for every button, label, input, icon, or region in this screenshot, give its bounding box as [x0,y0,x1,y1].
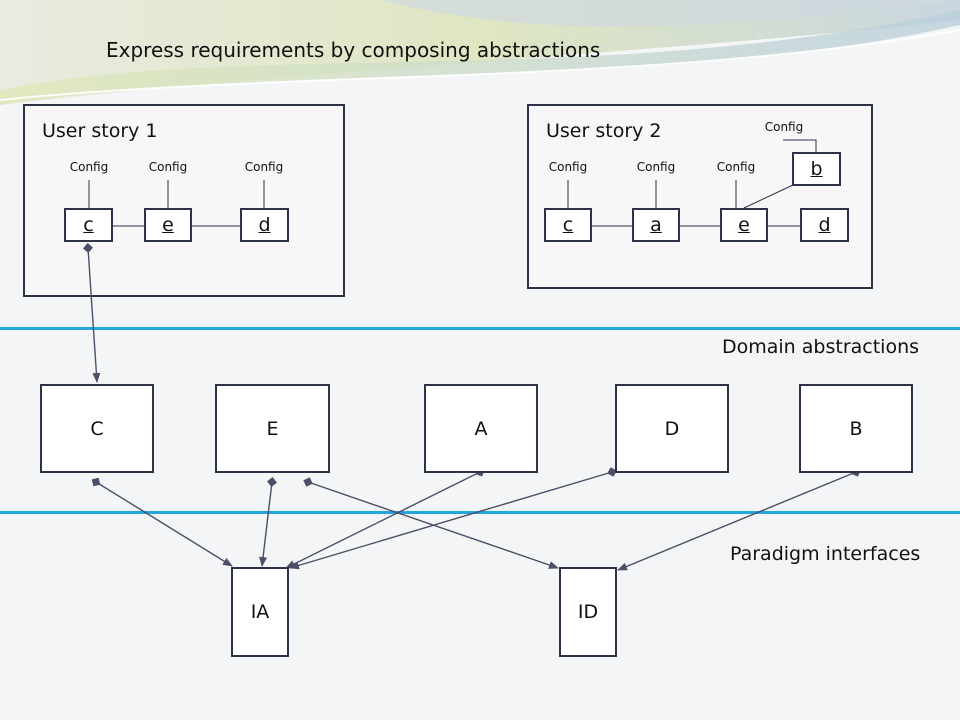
paradigm-separator-line [0,511,960,514]
story1-instance-d: d [240,208,289,242]
user-story-1-title: User story 1 [42,120,158,142]
e-to-ia-arrow [259,477,277,567]
story1-config-label: Config [69,160,109,174]
header-swoosh [0,0,960,105]
user-story-1-panel [23,104,345,297]
d-to-ia-arrow [289,467,617,570]
domain-abstraction-c: C [40,384,154,473]
c-to-ia-arrow [91,477,233,567]
story1-config-label: Config [148,160,188,174]
story1-instance-c: c [64,208,113,242]
user-story-2-title: User story 2 [546,120,662,142]
story2-instance-b: b [792,152,841,186]
story2-instance-e: e [720,208,768,242]
domain-abstractions-label: Domain abstractions [722,336,920,358]
user-story-2-panel [527,104,873,289]
story2-config-label: Config [548,160,588,174]
a-to-ia-arrow [285,467,485,569]
paradigm-interfaces-label: Paradigm interfaces [730,543,921,565]
story2-config-label: Config [764,120,804,134]
domain-abstraction-b: B [799,384,913,473]
e-to-id-arrow [303,477,559,569]
story1-instance-e: e [144,208,192,242]
domain-abstraction-d: D [615,384,729,473]
domain-abstraction-e: E [215,384,330,473]
story2-instance-d: d [800,208,849,242]
domain-abstraction-a: A [424,384,538,473]
story2-instance-c: c [544,208,592,242]
paradigm-interface-ia: IA [231,567,289,657]
story2-instance-a: a [632,208,680,242]
domain-separator-line [0,327,960,330]
story2-config-label: Config [636,160,676,174]
slide-title: Express requirements by composing abstra… [106,38,601,62]
story1-config-label: Config [244,160,284,174]
paradigm-interface-id: ID [559,567,617,657]
story2-config-label: Config [716,160,756,174]
